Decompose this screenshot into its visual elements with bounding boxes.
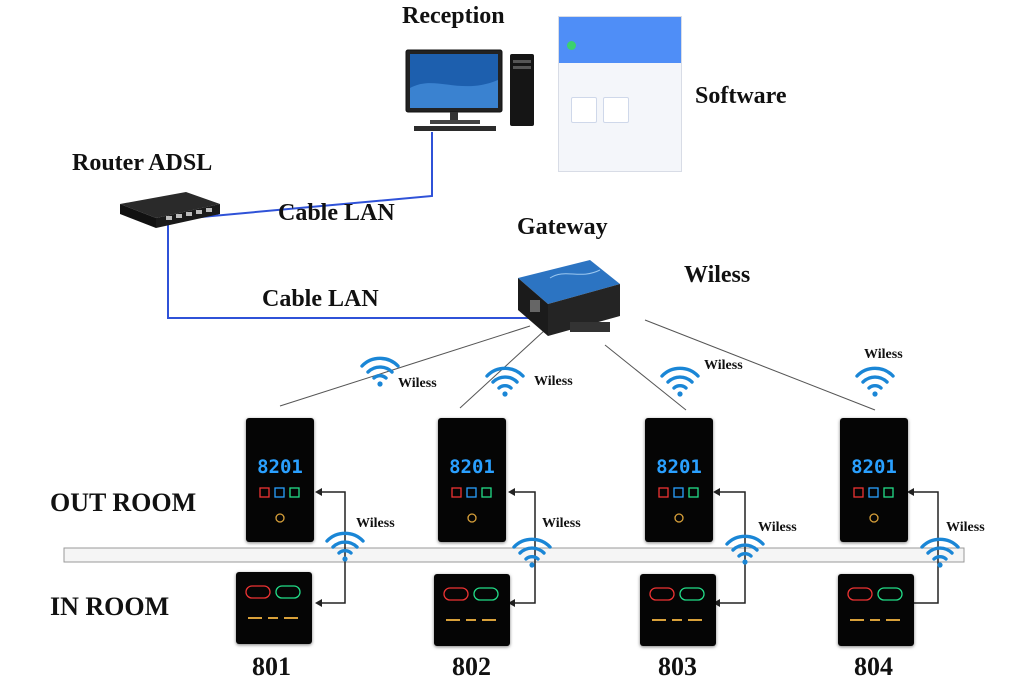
room-card: [571, 97, 597, 123]
cable-router-gateway: [167, 220, 530, 319]
router-label: Router ADSL: [72, 150, 213, 176]
out-room-panel: 8201: [438, 418, 506, 542]
cable-lan-label: Cable LAN: [262, 286, 379, 312]
software-app-screenshot: [558, 16, 682, 172]
panel-code: 8201: [257, 456, 303, 478]
wifi-icon: [920, 537, 960, 570]
wiless-label: Wiless: [704, 358, 743, 373]
panel-code: 8201: [449, 456, 495, 478]
in-room-panel: [838, 574, 914, 646]
wifi-icon: [855, 366, 895, 399]
wifi-icon: [725, 534, 765, 567]
wifi-icon: [325, 531, 365, 564]
wiless-label: Wiless: [534, 374, 573, 389]
wireless-links: [279, 319, 876, 411]
out-room-panel: 8201: [840, 418, 908, 542]
panel-code: 8201: [656, 456, 702, 478]
avatar: [567, 41, 576, 50]
in-room-panel: [236, 572, 312, 644]
wiless-label: Wiless: [758, 520, 797, 535]
router-icon: [120, 192, 220, 228]
wiless-label: Wiless: [398, 376, 437, 391]
in-room-label: IN ROOM: [50, 592, 170, 621]
out-room-panel: 8201: [645, 418, 713, 542]
wifi-icon: [360, 356, 400, 389]
wiless-label: Wiless: [356, 516, 395, 531]
reception-label: Reception: [402, 3, 505, 29]
gateway-device-icon: [518, 260, 620, 336]
out-room-label: OUT ROOM: [50, 488, 197, 517]
room-number: 804: [854, 652, 893, 681]
room-number: 802: [452, 652, 491, 681]
room-card: [603, 97, 629, 123]
wiless-label: Wiless: [946, 520, 985, 535]
out-room-panel: 8201: [246, 418, 314, 542]
wifi-icon: [512, 537, 552, 570]
wiless-label: Wiless: [864, 347, 903, 362]
wiless-label: Wiless: [542, 516, 581, 531]
wiless-main-label: Wiless: [684, 262, 751, 288]
panel-code: 8201: [851, 456, 897, 478]
wifi-icon: [660, 366, 700, 399]
app-header: [559, 17, 681, 63]
cable-router-reception: [167, 132, 433, 221]
room-number: 801: [252, 652, 291, 681]
cable-lan-label: Cable LAN: [278, 200, 395, 226]
in-room-panel: [434, 574, 510, 646]
in-room-panel: [640, 574, 716, 646]
gateway-label: Gateway: [517, 214, 608, 240]
room-number: 803: [658, 652, 697, 681]
desktop-computer-icon: [405, 49, 534, 131]
software-label: Software: [695, 83, 787, 109]
wifi-icon: [485, 366, 525, 399]
